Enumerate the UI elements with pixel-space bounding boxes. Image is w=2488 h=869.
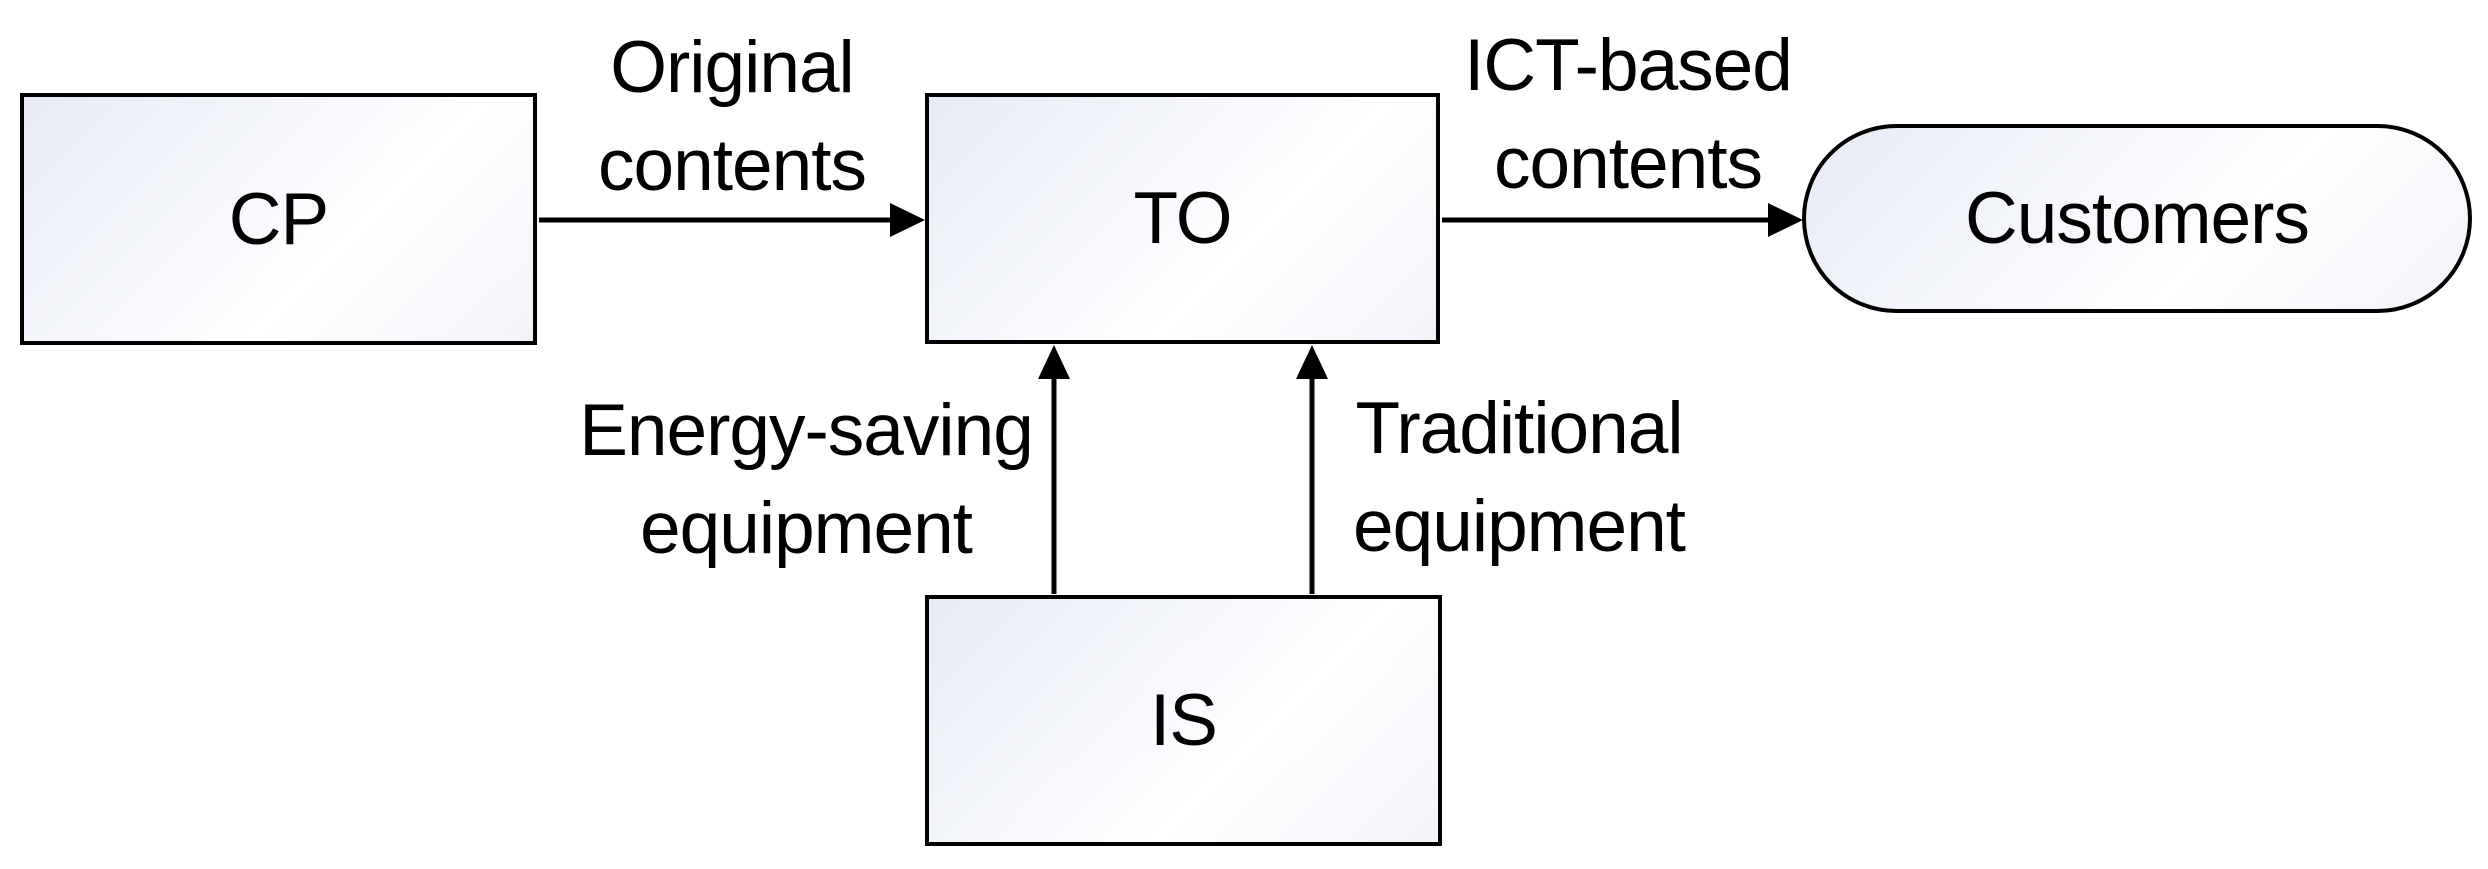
energy-saving-equipment-label-line1: Energy-saving	[579, 390, 1034, 471]
to-node-label: TO	[1133, 178, 1232, 259]
traditional-equipment-label-line2: equipment	[1353, 486, 1686, 567]
traditional-equipment-label: Traditional equipment	[1353, 380, 1686, 576]
original-contents-label-line2: contents	[598, 125, 867, 206]
ict-based-contents-label-line2: contents	[1494, 123, 1763, 204]
is-node: IS	[925, 595, 1442, 846]
ict-based-contents-label-line1: ICT-based	[1464, 25, 1793, 106]
is-node-label: IS	[1150, 680, 1218, 761]
cp-node-label: CP	[228, 178, 329, 260]
customers-node-label: Customers	[1965, 178, 2310, 259]
arrow-is-to-to-right	[1296, 345, 1328, 594]
customers-node: Customers	[1802, 124, 2472, 313]
energy-saving-equipment-label-line2: equipment	[640, 488, 973, 569]
arrow-is-to-to-left	[1038, 345, 1070, 594]
original-contents-label: Original contents	[598, 19, 867, 215]
original-contents-label-line1: Original	[610, 27, 855, 108]
cp-node: CP	[20, 93, 537, 345]
traditional-equipment-label-line1: Traditional	[1355, 388, 1683, 469]
ict-based-contents-label: ICT-based contents	[1464, 17, 1793, 213]
energy-saving-equipment-label: Energy-saving equipment	[579, 382, 1034, 578]
to-node: TO	[925, 93, 1440, 344]
